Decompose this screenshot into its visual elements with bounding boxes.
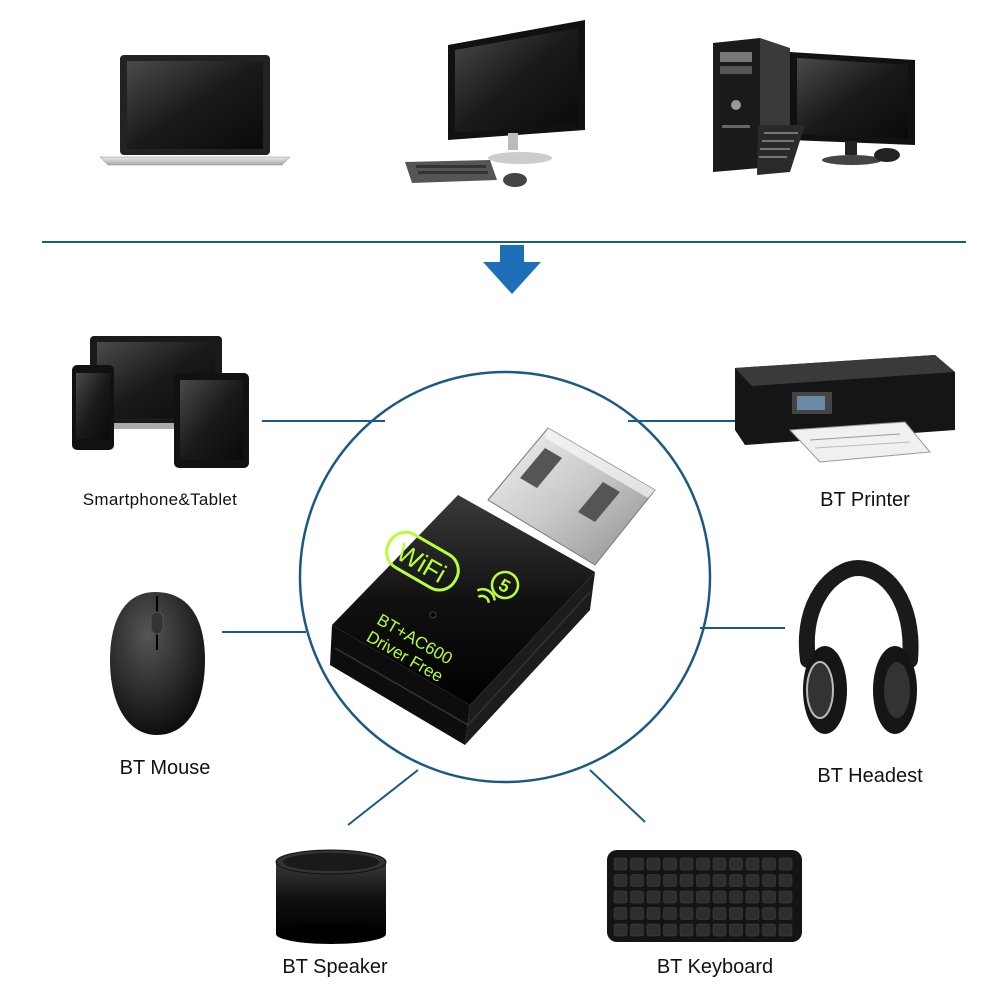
- keyboard-key: [646, 874, 661, 887]
- keyboard-key: [646, 923, 661, 937]
- printer-label: BT Printer: [820, 489, 910, 511]
- keyboard-key: [696, 907, 710, 920]
- smartphone-tablet-label: Smartphone&Tablet: [82, 490, 238, 509]
- keyboard-key: [630, 890, 644, 904]
- mouse-icon: [110, 592, 205, 735]
- keyboard-key: [679, 923, 694, 937]
- keyboard-key: [729, 890, 743, 904]
- keyboard-key: [630, 874, 644, 887]
- keyboard-key: [712, 907, 727, 920]
- keyboard-key: [745, 890, 760, 904]
- keyboard-label: BT Keyboard: [656, 956, 774, 978]
- keyboard-key: [762, 857, 776, 871]
- laptop-icon: [99, 55, 291, 166]
- keyboard-key: [696, 874, 710, 887]
- keyboard-key: [778, 874, 793, 887]
- keyboard-key: [745, 874, 760, 887]
- headset-icon: [798, 559, 919, 734]
- keyboard-key: [646, 907, 661, 920]
- keyboard-key: [679, 907, 694, 920]
- keyboard-key: [663, 890, 677, 904]
- keyboard-key: [663, 857, 677, 871]
- headset-label: BT Headest: [817, 765, 923, 787]
- keyboard-key: [696, 890, 710, 904]
- keyboard-key: [646, 857, 661, 871]
- keyboard-key: [745, 857, 760, 871]
- connection-lines: [222, 420, 785, 826]
- smartphone-tablet-icon: [72, 336, 249, 468]
- led-indicator: [429, 611, 437, 619]
- keyboard-key: [663, 874, 677, 887]
- keyboard-key: [729, 857, 743, 871]
- keyboard-key: [646, 890, 661, 904]
- speaker-label: BT Speaker: [282, 956, 388, 978]
- keyboard-key: [630, 907, 644, 920]
- keyboard-key: [630, 857, 644, 871]
- keyboard-key: [696, 923, 710, 937]
- keyboard-key: [679, 874, 694, 887]
- keyboard-key: [745, 907, 760, 920]
- keyboard-key: [613, 857, 628, 871]
- keyboard-key: [778, 857, 793, 871]
- keyboard-key: [729, 907, 743, 920]
- keyboard-key: [712, 874, 727, 887]
- keyboard-key: [778, 907, 793, 920]
- keyboard-key: [630, 923, 644, 937]
- keyboard-key: [762, 923, 776, 937]
- usb-wifi-adapter: WiFi 5 BT+AC600 Driver Free: [330, 427, 656, 745]
- keyboard-key: [712, 857, 727, 871]
- keyboard-key: [712, 923, 727, 937]
- keyboard-key: [729, 923, 743, 937]
- speaker-icon: [275, 849, 387, 944]
- keyboard-key: [712, 890, 727, 904]
- keyboard-key: [613, 907, 628, 920]
- keyboard-key: [745, 923, 760, 937]
- keyboard-key: [762, 874, 776, 887]
- keyboard-key: [762, 907, 776, 920]
- keyboard-key: [613, 874, 628, 887]
- keyboard-key: [613, 923, 628, 937]
- keyboard-key: [613, 890, 628, 904]
- keyboard-key: [663, 907, 677, 920]
- keyboard-key: [663, 923, 677, 937]
- keyboard-key: [696, 857, 710, 871]
- center-circle: [298, 370, 712, 784]
- keyboard-key: [679, 890, 694, 904]
- down-arrow-icon: [483, 245, 541, 294]
- keyboard-key: [778, 890, 793, 904]
- printer-icon: [735, 355, 955, 463]
- desktop-monitor-icon: [405, 20, 585, 187]
- wifi-signal-icon: [476, 587, 496, 603]
- keyboard-key: [778, 923, 793, 937]
- keyboard-key: [679, 857, 694, 871]
- keyboard-icon: [607, 850, 802, 942]
- keyboard-key: [762, 890, 776, 904]
- desktop-tower-icon: [713, 38, 915, 175]
- keyboard-key: [729, 874, 743, 887]
- mouse-label: BT Mouse: [119, 757, 211, 779]
